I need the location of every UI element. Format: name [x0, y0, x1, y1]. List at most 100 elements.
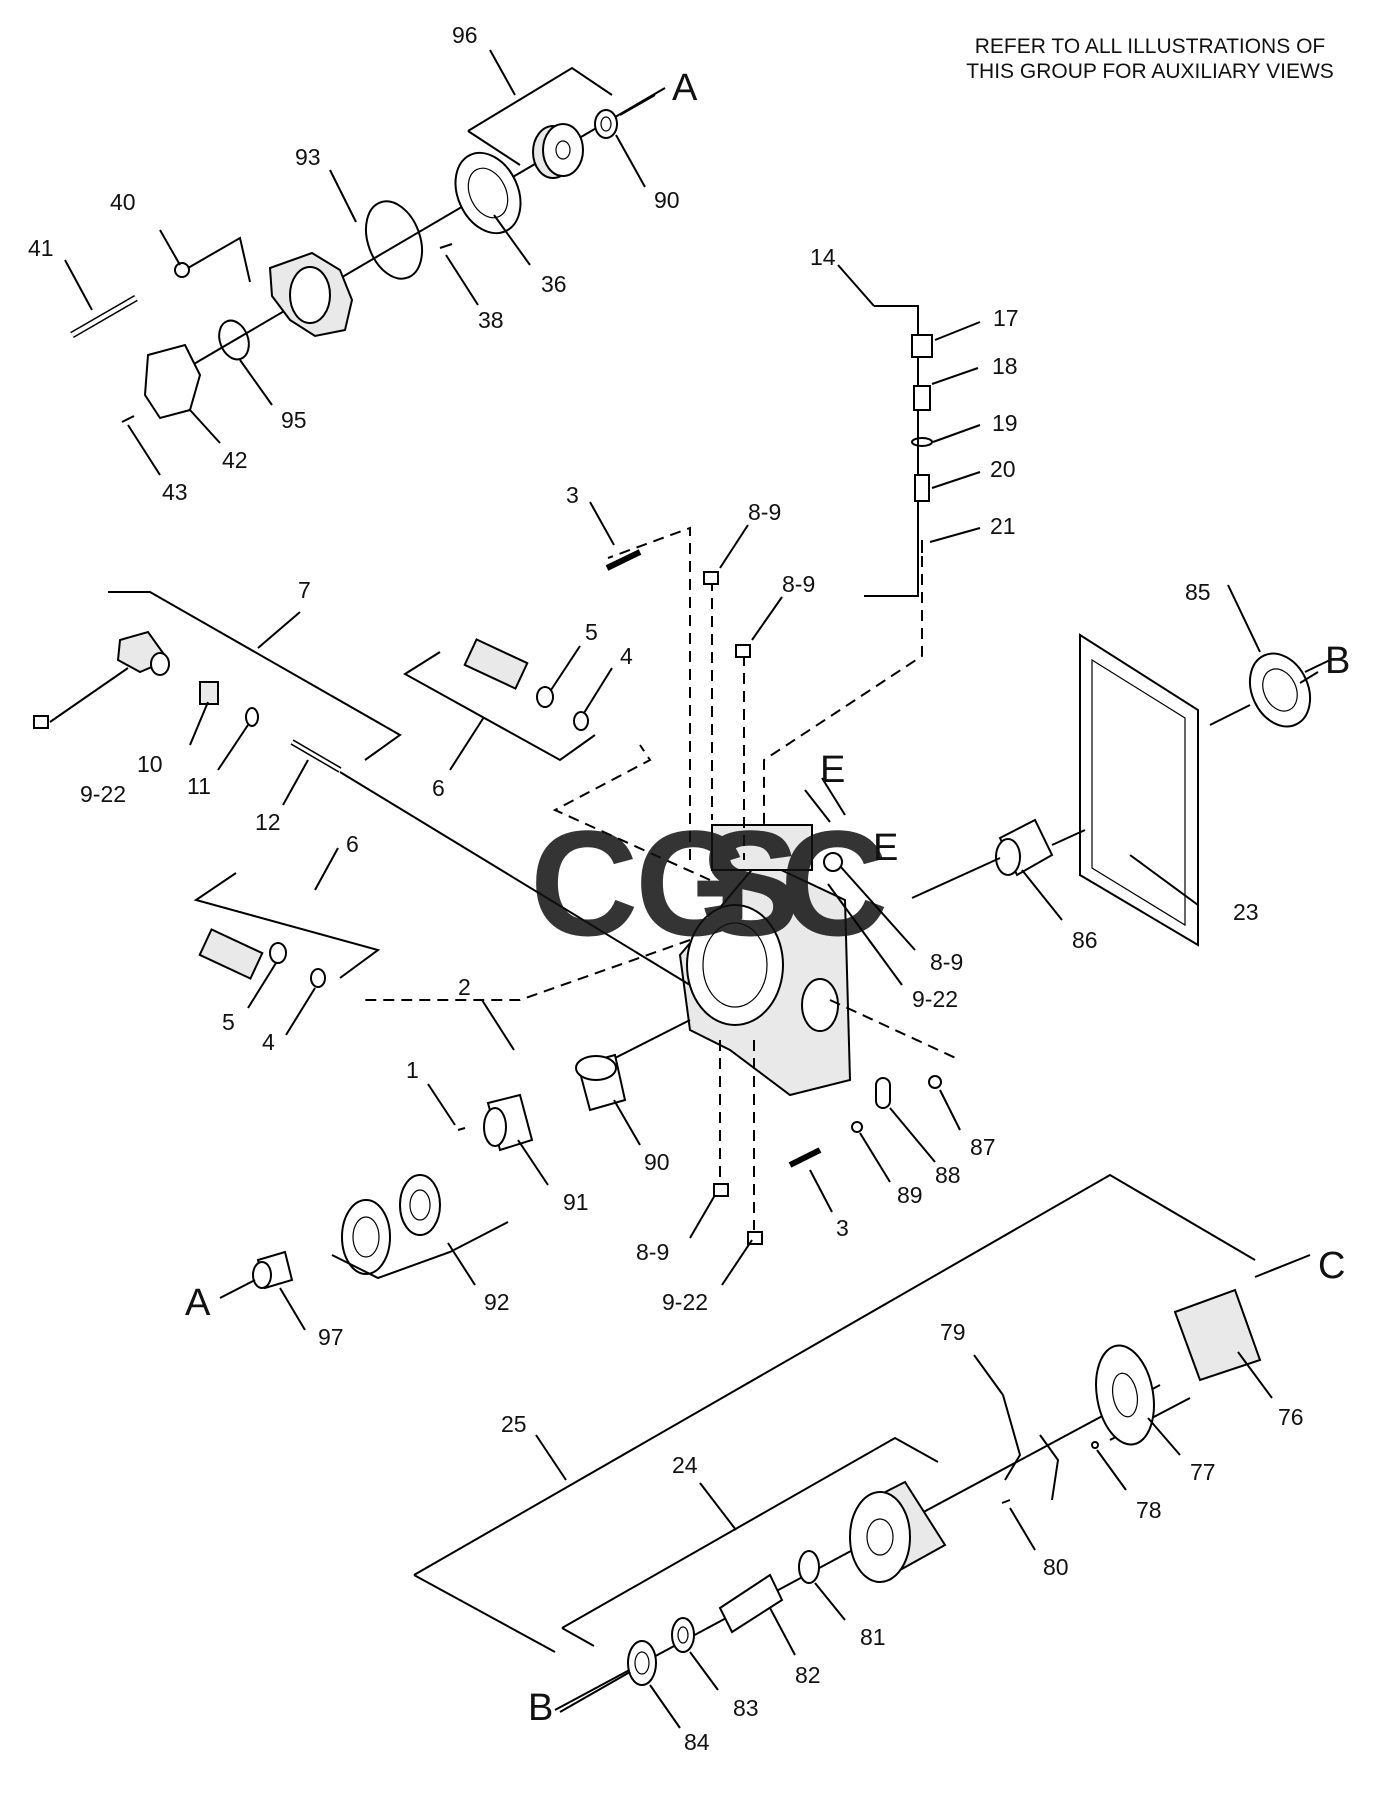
- part-77-plate: [1095, 1344, 1155, 1446]
- leader-lines: [64, 49, 1319, 1729]
- part-88-plate: [875, 1077, 891, 1109]
- part-91-bushing-face: [483, 1107, 507, 1147]
- leader-5-left: [247, 962, 277, 1009]
- watermark-letter-3: S: [700, 799, 800, 967]
- part-4-left-o-ring: [310, 968, 326, 988]
- callout-36: 36: [541, 271, 567, 297]
- leader-2: [481, 999, 515, 1051]
- axis-90-mid: [614, 1019, 691, 1059]
- callout-90-top: 90: [654, 187, 680, 213]
- leader-8-9-b: [751, 596, 783, 641]
- part-23-gasket: [1079, 633, 1199, 947]
- callout-6-left: 6: [346, 831, 359, 857]
- bracket-7: [108, 591, 402, 761]
- part-6-left-cartridge: [198, 928, 264, 980]
- part-42-cover: [143, 343, 202, 420]
- callout-8-9-d: 8-9: [636, 1239, 669, 1265]
- leader-23: [1129, 854, 1199, 906]
- view-marker-b-right: B: [1325, 640, 1350, 682]
- dashed-line-87: [829, 999, 961, 1061]
- leader-40-zigzag: [187, 236, 251, 283]
- note-line-2: THIS GROUP FOR AUXILIARY VIEWS: [966, 60, 1334, 83]
- callout-3-top: 3: [566, 482, 579, 508]
- part-92-bearing-inner: [352, 1216, 380, 1258]
- part-24-barrel-face: [849, 1491, 911, 1583]
- callout-9-22-d: 9-22: [662, 1289, 708, 1315]
- callout-8-9-b: 8-9: [782, 571, 815, 597]
- callout-4-left: 4: [262, 1029, 275, 1055]
- callout-80: 80: [1043, 1554, 1069, 1580]
- bearing-housing-bore: [289, 266, 331, 324]
- leader-9-22-left: [49, 667, 129, 723]
- leader-17: [934, 321, 981, 341]
- callout-41: 41: [28, 235, 54, 261]
- part-84-washer-inner: [634, 1651, 650, 1675]
- part-6-top-cartridge: [463, 638, 529, 690]
- housing-top-block: [711, 824, 813, 871]
- axis-97: [219, 1279, 256, 1299]
- top-left-subassembly: [70, 66, 666, 423]
- callout-12: 12: [255, 809, 281, 835]
- leader-20: [931, 471, 981, 489]
- part-8-9-c-plug: [823, 852, 843, 872]
- leader-e2: [821, 777, 846, 816]
- leader-93: [329, 169, 357, 223]
- bracket-96-arm: [467, 130, 521, 166]
- leader-92: [447, 1242, 476, 1286]
- part-76-piston-set: [1173, 1288, 1262, 1382]
- leader-79: [973, 1354, 1004, 1396]
- leader-83: [689, 1651, 719, 1691]
- leader-78: [1096, 1449, 1127, 1491]
- view-marker-a-top: A: [672, 67, 698, 109]
- axis-86-left: [911, 857, 1001, 899]
- leader-77: [1147, 1417, 1181, 1456]
- leader-38: [445, 254, 479, 306]
- callout-18: 18: [992, 353, 1018, 379]
- leader-19: [932, 424, 981, 443]
- part-85-seal: [1248, 652, 1312, 728]
- callout-24: 24: [672, 1452, 698, 1478]
- bracket-6-left: [193, 872, 381, 979]
- axis-line-12: [339, 771, 691, 986]
- note-line-1: REFER TO ALL ILLUSTRATIONS OF: [975, 35, 1325, 58]
- callout-19: 19: [992, 410, 1018, 436]
- leader-97: [279, 1287, 306, 1331]
- part-78-pin: [1091, 1441, 1099, 1449]
- leader-11: [217, 724, 249, 771]
- leader-84: [649, 1684, 681, 1729]
- dashed-line-6-top: [552, 744, 711, 881]
- leader-40: [159, 229, 181, 266]
- part-87-washer: [928, 1075, 942, 1089]
- part-36-plate: [454, 151, 522, 235]
- part-86-bushing-face: [995, 838, 1021, 876]
- callout-10: 10: [137, 751, 163, 777]
- part-7-port: [150, 652, 170, 676]
- valve-6-top: [403, 638, 596, 762]
- callout-8-9-a: 8-9: [748, 499, 781, 525]
- leader-88: [889, 1107, 936, 1163]
- leader-8-9-a: [719, 524, 749, 569]
- part-5-top-o-ring: [536, 686, 554, 708]
- callout-9-22-c: 9-22: [912, 986, 958, 1012]
- leader-9-22-d: [721, 1239, 753, 1286]
- leader-91: [517, 1139, 549, 1186]
- view-markers: A A B B C E E: [185, 67, 1350, 1729]
- leader-7: [257, 611, 301, 649]
- callout-91: 91: [563, 1189, 589, 1215]
- leader-24: [699, 1482, 737, 1531]
- part-92-seal: [399, 1174, 441, 1236]
- callout-14: 14: [810, 244, 836, 270]
- callout-83: 83: [733, 1695, 759, 1721]
- callout-87: 87: [970, 1134, 996, 1160]
- part-43-screw: [121, 415, 135, 423]
- callout-5-left: 5: [222, 1009, 235, 1035]
- callout-4-top: 4: [620, 643, 633, 669]
- part-83-washer-inner: [677, 1626, 689, 1644]
- part-8-9-a-plug: [703, 571, 719, 585]
- callout-9-22-left: 9-22: [80, 781, 126, 807]
- leader-10: [189, 701, 209, 746]
- leader-12: [282, 759, 309, 806]
- bracket-6-top: [403, 651, 596, 762]
- view-marker-e-2: E: [873, 827, 898, 869]
- axis-85-right: [1304, 659, 1331, 673]
